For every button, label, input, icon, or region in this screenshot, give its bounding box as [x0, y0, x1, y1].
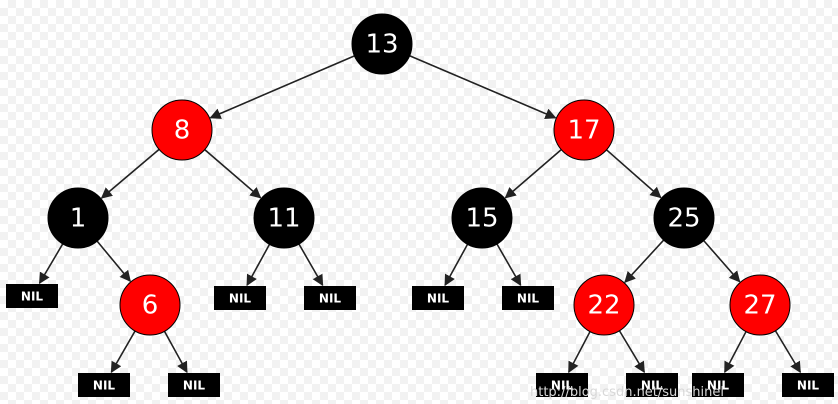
nil-leaf-box	[502, 286, 554, 310]
tree-node-27: 27	[729, 274, 791, 336]
nil-label: NIL	[797, 379, 820, 393]
edge-n27-nil11	[774, 330, 801, 374]
black-node-circle	[451, 187, 513, 249]
node-label: 25	[667, 204, 700, 234]
nil-leaf-box	[536, 373, 588, 397]
nil-leaf-box	[6, 284, 58, 308]
node-label: 27	[743, 291, 776, 321]
nil-leaf-box	[304, 286, 356, 310]
edge-n17-n15	[504, 148, 562, 199]
edge-n22-nil8	[568, 331, 591, 374]
nil-label: NIL	[183, 379, 206, 393]
nil-label: NIL	[551, 379, 574, 393]
tree-node-6: 6	[119, 274, 181, 336]
edge-n15-nil6	[444, 243, 469, 287]
node-label: 15	[465, 204, 498, 234]
edge-n6-nil3	[163, 330, 188, 374]
edge-n8-n1	[100, 148, 160, 199]
node-label: 22	[587, 291, 620, 321]
nil-leaf: NIL	[78, 373, 130, 397]
edge-n8-n11	[204, 148, 262, 199]
node-label: 17	[567, 116, 600, 146]
nil-label: NIL	[517, 292, 540, 306]
black-node-circle	[253, 187, 315, 249]
node-label: 13	[365, 30, 398, 60]
tree-node-8: 8	[151, 99, 213, 161]
edges-layer	[38, 55, 801, 374]
nil-leaf: NIL	[626, 373, 678, 397]
tree-node-17: 17	[553, 99, 615, 161]
nil-leaf: NIL	[536, 373, 588, 397]
nil-leaf: NIL	[412, 286, 464, 310]
edge-n11-nil4	[246, 243, 271, 287]
edge-n6-nil2	[110, 330, 136, 374]
edge-n1-n6	[96, 240, 131, 282]
node-label: 8	[174, 116, 191, 146]
nil-label: NIL	[319, 292, 342, 306]
tree-node-25: 25	[653, 187, 715, 249]
red-node-circle	[553, 99, 615, 161]
nil-label: NIL	[93, 379, 116, 393]
red-node-circle	[573, 274, 635, 336]
edge-n11-nil5	[298, 243, 324, 287]
edge-n25-n27	[703, 240, 741, 283]
nil-label: NIL	[427, 292, 450, 306]
watermark-text: http://blog.csdn.net/sunshinel	[530, 385, 724, 400]
edge-n22-nil9	[618, 330, 645, 374]
nil-leaf: NIL	[214, 286, 266, 310]
node-label: 11	[267, 204, 300, 234]
nil-leaf: NIL	[168, 373, 220, 397]
nil-label: NIL	[641, 379, 664, 393]
nil-leaf-box	[412, 286, 464, 310]
edge-n25-n22	[624, 239, 665, 284]
black-node-circle	[47, 187, 109, 249]
nil-leaf: NIL	[502, 286, 554, 310]
red-node-circle	[151, 99, 213, 161]
tree-node-13: 13	[351, 13, 413, 75]
nil-leaf-box	[692, 373, 744, 397]
red-node-circle	[729, 274, 791, 336]
node-label: 6	[142, 291, 159, 321]
edge-n13-n17	[409, 55, 557, 120]
nil-leaf: NIL	[782, 373, 834, 397]
edge-n27-nil10	[724, 331, 747, 374]
tree-node-1: 1	[47, 187, 109, 249]
nil-leaf-box	[214, 286, 266, 310]
nil-label: NIL	[707, 379, 730, 393]
tree-node-11: 11	[253, 187, 315, 249]
edge-n15-nil7	[496, 243, 522, 287]
nil-label: NIL	[21, 290, 44, 304]
nil-leaf-box	[782, 373, 834, 397]
nil-leaf: NIL	[6, 284, 58, 308]
nil-leaf: NIL	[304, 286, 356, 310]
black-node-circle	[351, 13, 413, 75]
nil-leaf-box	[168, 373, 220, 397]
nil-label: NIL	[229, 292, 252, 306]
edge-n13-n8	[209, 55, 355, 119]
black-node-circle	[653, 187, 715, 249]
red-node-circle	[119, 274, 181, 336]
edge-n1-nil1	[38, 243, 64, 285]
tree-node-15: 15	[451, 187, 513, 249]
nil-leaf-box	[626, 373, 678, 397]
node-label: 1	[70, 204, 87, 234]
nil-leaf-box	[78, 373, 130, 397]
tree-node-22: 22	[573, 274, 635, 336]
edge-n17-n25	[605, 149, 662, 199]
nil-leaf: NIL	[692, 373, 744, 397]
